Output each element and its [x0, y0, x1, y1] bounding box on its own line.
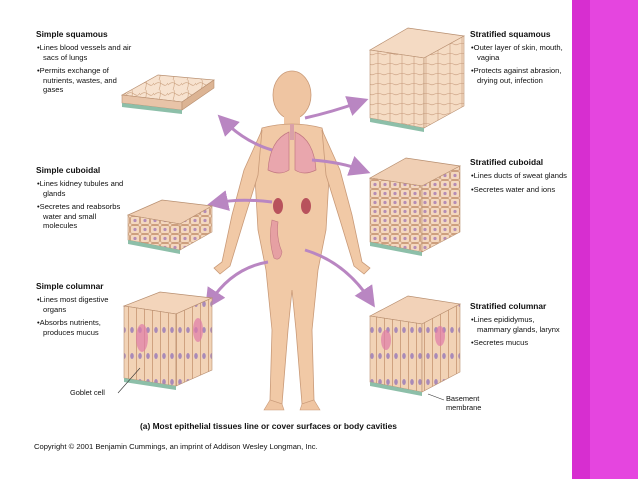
simple-columnar-title: Simple columnar	[36, 281, 104, 291]
stratified-cuboidal-bullet: Lines ducts of sweat glands	[470, 171, 568, 180]
simple-cuboidal-block: Simple cuboidal Lines kidney tubules and…	[36, 165, 131, 234]
simple-squamous-bullet: Lines blood vessels and air sacs of lung…	[36, 43, 136, 62]
simple-columnar-bullet: Lines most digestive organs	[36, 295, 131, 314]
simple-cuboidal-title: Simple cuboidal	[36, 165, 101, 175]
stratified-squamous-title: Stratified squamous	[470, 29, 551, 39]
stratified-cuboidal-tissue	[368, 157, 462, 256]
stratified-squamous-bullet: Protects against abrasion, drying out, i…	[470, 66, 568, 85]
copyright-notice: Copyright © 2001 Benjamin Cummings, an i…	[34, 442, 318, 451]
stratified-columnar-bullet: Secretes mucus	[470, 338, 568, 347]
decorative-side-stripe-inner	[590, 0, 638, 479]
figure-caption: (a) Most epithelial tissues line or cove…	[140, 421, 397, 431]
simple-columnar-block: Simple columnar Lines most digestive org…	[36, 281, 131, 341]
stratified-columnar-block: Stratified columnar Lines epididymus, ma…	[470, 301, 568, 352]
simple-squamous-bullet: Permits exchange of nutrients, wastes, a…	[36, 66, 136, 94]
stratified-columnar-bullet: Lines epididymus, mammary glands, larynx	[470, 315, 568, 334]
stratified-squamous-bullet: Outer layer of skin, mouth, vagina	[470, 43, 568, 62]
simple-cuboidal-bullet: Lines kidney tubules and glands	[36, 179, 131, 198]
simple-columnar-bullet: Absorbs nutrients, produces mucus	[36, 318, 131, 337]
stratified-columnar-title: Stratified columnar	[470, 301, 547, 311]
goblet-cell-label: Goblet cell	[70, 388, 105, 397]
basement-membrane-label: Basement membrane	[446, 394, 482, 412]
simple-squamous-tissue	[120, 74, 215, 114]
simple-cuboidal-tissue	[126, 199, 214, 254]
stratified-cuboidal-title: Stratified cuboidal	[470, 157, 544, 167]
simple-squamous-block: Simple squamous Lines blood vessels and …	[36, 29, 136, 98]
simple-columnar-tissue	[117, 291, 214, 394]
stratified-cuboidal-bullet: Secretes water and ions	[470, 185, 568, 194]
stratified-cuboidal-block: Stratified cuboidal Lines ducts of sweat…	[470, 157, 568, 198]
human-body-figure	[213, 70, 371, 411]
stratified-columnar-tissue	[368, 295, 462, 401]
stratified-squamous-tissue	[368, 27, 466, 132]
simple-cuboidal-bullet: Secretes and reabsorbs water and small m…	[36, 202, 131, 230]
stratified-squamous-block: Stratified squamous Outer layer of skin,…	[470, 29, 568, 89]
simple-squamous-title: Simple squamous	[36, 29, 108, 39]
